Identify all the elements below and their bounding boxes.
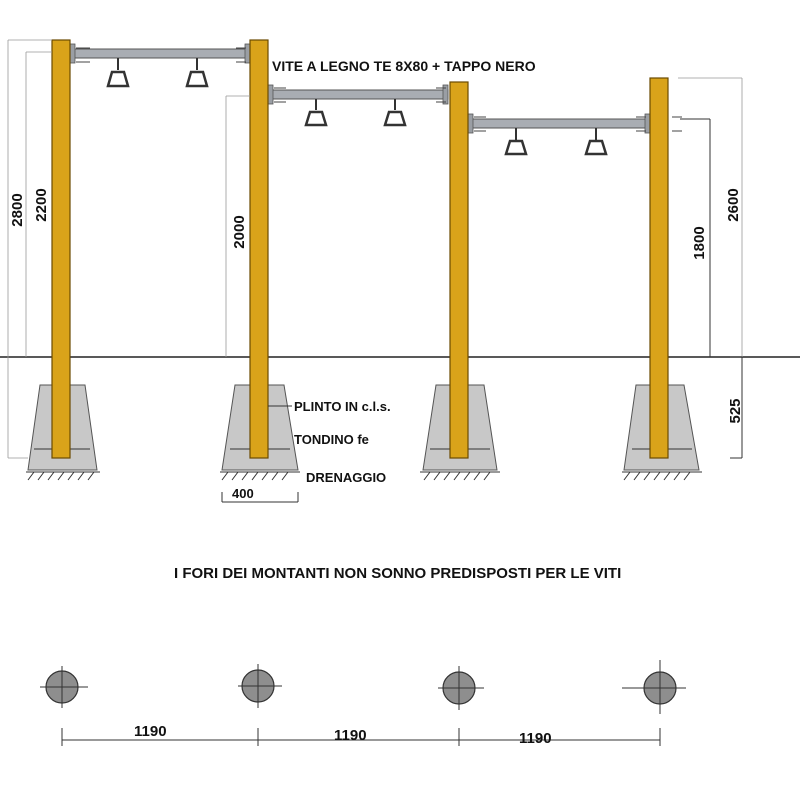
dim-400: 400 — [232, 486, 254, 501]
rings-bay-3 — [504, 128, 608, 156]
dim-1800: 1800 — [691, 226, 708, 259]
screw-marks — [76, 47, 682, 132]
dim-2800: 2800 — [9, 193, 26, 226]
post-hole-2 — [238, 664, 282, 708]
dim-2200: 2200 — [33, 188, 50, 221]
drainage-label: DRENAGGIO — [306, 470, 386, 485]
dimension-guides — [7, 39, 743, 503]
post-3 — [449, 81, 469, 459]
post-hole-3 — [438, 666, 484, 710]
spacing-2: 1190 — [334, 727, 367, 744]
spacing-dimension-line — [61, 728, 661, 746]
spacing-1: 1190 — [134, 723, 167, 740]
plinth-label: PLINTO IN c.l.s. — [294, 399, 391, 414]
post-2 — [249, 39, 269, 459]
rings-bay-1 — [106, 58, 209, 88]
dim-2000: 2000 — [231, 215, 248, 248]
dim-2600: 2600 — [725, 188, 742, 221]
post-hole-4 — [622, 660, 686, 714]
crossbar-3 — [467, 113, 651, 134]
rebar-label: TONDINO fe — [294, 432, 369, 447]
crossbar-1 — [69, 43, 251, 64]
post-1 — [51, 39, 71, 459]
crossbar-2 — [267, 84, 449, 105]
spacing-3: 1190 — [519, 730, 552, 747]
holes-note: I FORI DEI MONTANTI NON SONNO PREDISPOST… — [174, 565, 621, 582]
plan-view: 1190 1190 1190 — [40, 660, 686, 747]
post-4 — [649, 77, 669, 459]
dim-525: 525 — [727, 398, 744, 423]
rings-bay-2 — [304, 99, 407, 127]
post-hole-1 — [40, 666, 88, 708]
screw-label: VITE A LEGNO TE 8X80 + TAPPO NERO — [272, 58, 536, 74]
